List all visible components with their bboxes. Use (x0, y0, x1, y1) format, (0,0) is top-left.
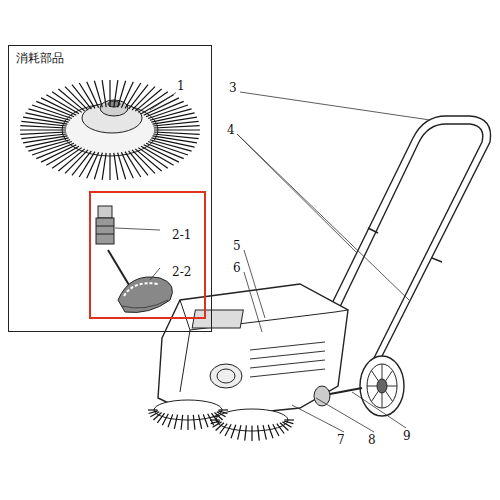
callout-number: 2-2 (171, 266, 192, 279)
callout-number: 3 (228, 82, 238, 95)
callout-number: 8 (367, 434, 377, 447)
side-brushes (148, 400, 294, 441)
highlight-box: 2-1 2-2 (89, 191, 206, 319)
callout-number: 7 (336, 434, 346, 447)
callout-number: 2-1 (171, 229, 192, 242)
brush-disc (20, 80, 200, 180)
callout-number: 4 (226, 124, 236, 137)
callout-number: 9 (402, 430, 412, 443)
callout-number: 5 (232, 240, 242, 253)
sweeper-body (158, 284, 348, 418)
caster-part (96, 206, 132, 290)
panel-heading: 消耗部品 (15, 52, 65, 65)
wheel (314, 356, 404, 416)
gear-pad-part (118, 277, 172, 313)
callout-number: 6 (232, 262, 242, 275)
callout-number: 1 (176, 80, 186, 93)
leader-lines (115, 90, 430, 432)
